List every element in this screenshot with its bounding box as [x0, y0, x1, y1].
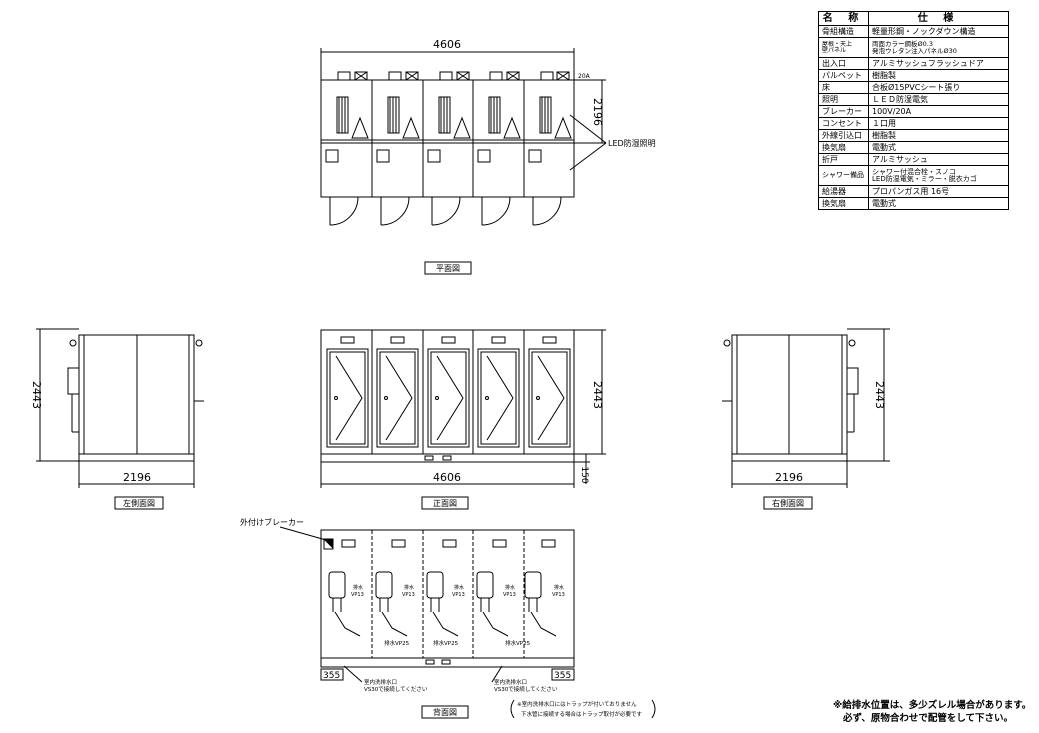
plan-caption: 平面図 — [436, 264, 460, 273]
svg-text:VP13: VP13 — [351, 592, 364, 598]
svg-text:排水: 排水 — [404, 584, 414, 591]
spec-row: 給湯器プロパンガス用 16号 — [818, 185, 1009, 198]
back-indoor-drain-note-2a: 室内洗排水口 — [494, 678, 527, 686]
svg-text:排水: 排水 — [505, 584, 515, 591]
plan-depth-dim: 2196 — [591, 98, 604, 126]
svg-text:VP13: VP13 — [402, 592, 415, 598]
plan-unit-4 — [477, 71, 521, 226]
spec-row: 換気扇電動式 — [818, 197, 1009, 210]
back-breaker-label: 外付けブレーカー — [240, 517, 304, 527]
plan-unit-3 — [427, 71, 471, 226]
spec-row: 骨組構造軽量形鋼・ノックダウン構造 — [818, 25, 1009, 38]
footer-note-line-2: 必ず、原物合わせで配管をして下さい。 — [843, 713, 1014, 724]
plan-led-label: LED防湿照明 — [608, 138, 656, 148]
svg-text:排水: 排水 — [454, 584, 464, 591]
back-edge-dim-left: 355 — [323, 671, 340, 681]
svg-text:VP13: VP13 — [552, 592, 565, 598]
svg-text:排水: 排水 — [353, 584, 363, 591]
front-caption: 正面図 — [433, 499, 457, 508]
svg-text:排水: 排水 — [554, 584, 564, 591]
spec-row: 折戸アルミサッシュ — [818, 153, 1009, 166]
footer-note: ※給排水位置は、多少ズレル場合があります。 必ず、原物合わせで配管をして下さい。 — [833, 699, 1031, 725]
spec-row: 外線引込口樹脂製 — [818, 129, 1009, 142]
back-edge-dim-right: 355 — [554, 671, 571, 681]
plan-unit-1 — [325, 71, 369, 226]
plan-unit-5 — [528, 71, 572, 226]
front-door-5 — [528, 336, 571, 448]
left-width-dim: 2196 — [123, 471, 151, 484]
back-trap-note-b: 下水管に接続する場合はトラップ取付が必要です — [521, 710, 643, 718]
plan-width-dim: 4606 — [433, 38, 461, 51]
back-drain-main-label-1: 排水VP25 — [384, 639, 410, 647]
spec-row: シャワー備品シャワー付混合栓・スノコ LED防湿電気・ミラー・脱衣カゴ — [818, 165, 1009, 186]
spec-header-spec: 仕 様 — [868, 11, 1009, 26]
right-height-dim: 2443 — [873, 381, 886, 409]
back-indoor-drain-note-2b: VS30で接続してください — [494, 685, 558, 693]
front-view: 2443 150 4606 正面図 — [320, 329, 606, 510]
spec-header-name: 名 称 — [818, 11, 869, 26]
footer-note-line-1: ※給排水位置は、多少ズレル場合があります。 — [833, 700, 1032, 711]
back-drain-main-label-3: 排水VP25 — [505, 639, 531, 647]
front-door-2 — [376, 336, 419, 448]
right-side-view: 2443 2196 右側面図 — [722, 328, 890, 510]
front-width-dim: 4606 — [433, 471, 461, 484]
front-door-1 — [326, 336, 369, 448]
spec-row: 出入口アルミサッシュフラッシュドア — [818, 57, 1009, 70]
right-width-dim: 2196 — [775, 471, 803, 484]
spec-table: 名 称 仕 様 骨組構造軽量形鋼・ノックダウン構造 屋根・天上 壁パネル両面カラ… — [818, 11, 1009, 210]
svg-text:VP13: VP13 — [503, 592, 516, 598]
spec-row: 床合板Ø15PVCシート張り — [818, 81, 1009, 94]
spec-table-header: 名 称 仕 様 — [818, 11, 1009, 26]
left-caption: 左側面図 — [123, 498, 155, 508]
back-caption: 背面図 — [433, 707, 457, 717]
plan-unit-2 — [376, 71, 420, 226]
front-door-4 — [477, 336, 520, 448]
plan-breaker-label: 20A — [578, 73, 591, 80]
back-trap-note-a: ※室内洗排水口にはトラップが付いておりません — [517, 700, 637, 708]
front-base-dim: 150 — [579, 466, 589, 483]
front-height-dim: 2443 — [591, 381, 604, 409]
right-caption: 右側面図 — [772, 498, 804, 508]
spec-row: 屋根・天上 壁パネル両面カラー鋼板Ø0.3 発泡ウレタン注入パネルØ30 — [818, 37, 1009, 58]
spec-row: 換気扇電動式 — [818, 141, 1009, 154]
back-indoor-drain-note-1a: 室内洗排水口 — [364, 678, 397, 686]
back-indoor-drain-note-1b: VS30で接続してください — [364, 685, 428, 693]
back-drain-main-label-2: 排水VP25 — [433, 639, 459, 647]
left-side-view: 2443 2196 左側面図 — [30, 328, 204, 510]
left-height-dim: 2443 — [30, 381, 43, 409]
front-door-3 — [427, 336, 470, 448]
svg-text:VP13: VP13 — [452, 592, 465, 598]
plan-view: 4606 — [320, 38, 656, 275]
spec-row: パルペット樹脂製 — [818, 69, 1009, 82]
